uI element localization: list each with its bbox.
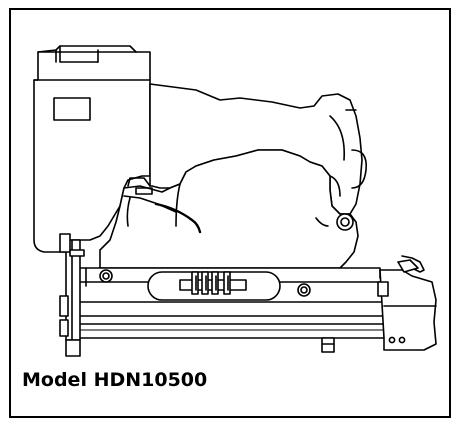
pivot-screw xyxy=(336,213,354,231)
depth-adjust-plate xyxy=(147,271,281,301)
lower-tab xyxy=(321,337,335,353)
magazine-cap xyxy=(33,45,151,253)
rear-end-cap xyxy=(377,255,437,351)
model-caption: Model HDN10500 xyxy=(22,369,208,391)
nose-guide xyxy=(59,233,85,357)
